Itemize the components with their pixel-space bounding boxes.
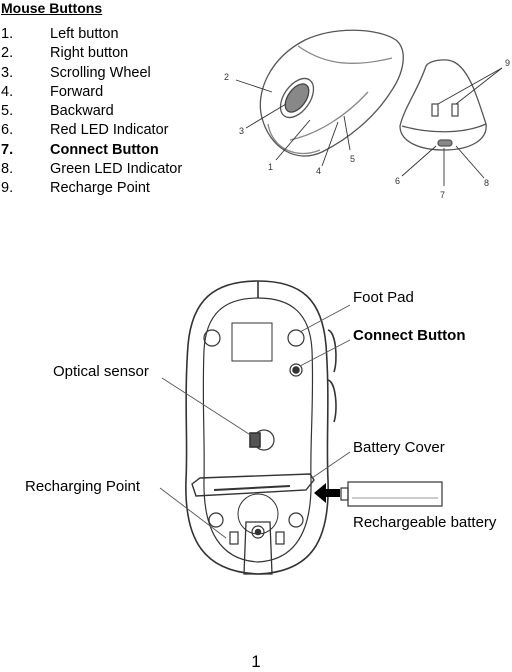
item-number: 3. (1, 64, 14, 81)
item-label: Forward (50, 83, 104, 100)
cradle-contact-left (431, 103, 439, 117)
foot-pad-right (287, 329, 305, 347)
list-item: 4. Forward (1, 83, 182, 102)
item-number: 4. (1, 83, 14, 100)
callout-2: 2 (224, 72, 229, 82)
label-optical-sensor: Optical sensor (53, 363, 149, 380)
cradle-contact-right (451, 103, 459, 117)
item-label: Scrolling Wheel (50, 64, 151, 81)
charging-contact-left (229, 531, 239, 545)
label-connect-button: Connect Button (353, 327, 466, 344)
callout-6: 6 (395, 176, 400, 186)
item-label: Right button (50, 45, 129, 62)
insert-arrow-icon (314, 483, 340, 503)
item-label: Red LED Indicator (50, 122, 169, 139)
item-label: Recharge Point (50, 180, 150, 197)
callout-4: 4 (316, 166, 321, 176)
foot-pad-left (203, 329, 221, 347)
page-number: 1 (251, 652, 261, 671)
mouse-body-shadow (267, 123, 321, 155)
list-item: 9. Recharge Point (1, 179, 182, 198)
battery-terminal (340, 487, 349, 501)
rechargeable-battery (347, 481, 443, 507)
item-number: 9. (1, 180, 14, 197)
mouse-underside-inner (202, 297, 314, 563)
connect-button-center (292, 366, 300, 374)
list-item: 7. Connect Button (1, 141, 182, 160)
callout-7: 7 (440, 190, 445, 200)
item-label: Connect Button (50, 141, 159, 158)
side-button-backward (327, 379, 337, 423)
charging-contact-right (275, 531, 285, 545)
battery-cover-slot (213, 485, 291, 491)
label-recharging-point: Recharging Point (25, 478, 141, 495)
label-battery-cover: Battery Cover (353, 439, 445, 456)
label-rechargeable-battery: Rechargeable battery (353, 514, 497, 531)
list-item: 5. Backward (1, 102, 182, 121)
callout-9: 9 (505, 58, 510, 68)
list-item: 6. Red LED Indicator (1, 121, 182, 140)
foot-pad-bottom-left (208, 512, 224, 528)
scroll-wheel (284, 83, 310, 113)
charging-cradle (399, 59, 487, 151)
callout-8: 8 (484, 178, 489, 188)
list-item: 2. Right button (1, 44, 182, 63)
button-split-line (297, 45, 393, 64)
tail-screw-center (254, 528, 262, 536)
item-label: Green LED Indicator (50, 161, 183, 178)
label-plate (231, 322, 273, 362)
mouse-body (259, 29, 404, 157)
cradle-connect-button (437, 139, 453, 147)
optical-sensor-lens (249, 432, 261, 448)
item-number: 7. (1, 141, 14, 158)
cradle-base-line (401, 123, 487, 133)
item-number: 2. (1, 45, 14, 62)
button-list: 1. Left button 2. Right button 3. Scrolling… (1, 25, 182, 199)
mouse-side-groove (289, 91, 369, 141)
list-item: 1. Left button (1, 25, 182, 44)
list-item: 3. Scrolling Wheel (1, 64, 182, 83)
item-number: 8. (1, 161, 14, 178)
connect-button (289, 363, 303, 377)
label-foot-pad: Foot Pad (353, 289, 414, 306)
section-heading: Mouse Buttons (1, 0, 103, 16)
scroll-wheel-slot (279, 77, 315, 119)
item-label: Left button (50, 26, 119, 42)
item-number: 6. (1, 122, 14, 139)
battery-well (237, 493, 279, 535)
callout-1: 1 (268, 162, 273, 172)
battery-cover (191, 473, 315, 497)
item-label: Backward (50, 103, 114, 120)
foot-pad-bottom-right (288, 512, 304, 528)
item-number: 1. (1, 26, 14, 42)
item-number: 5. (1, 103, 14, 120)
tail-guide (243, 521, 273, 575)
callout-3: 3 (239, 126, 244, 136)
list-item: 8. Green LED Indicator (1, 160, 182, 179)
callout-5: 5 (350, 154, 355, 164)
tail-screw (251, 525, 265, 539)
